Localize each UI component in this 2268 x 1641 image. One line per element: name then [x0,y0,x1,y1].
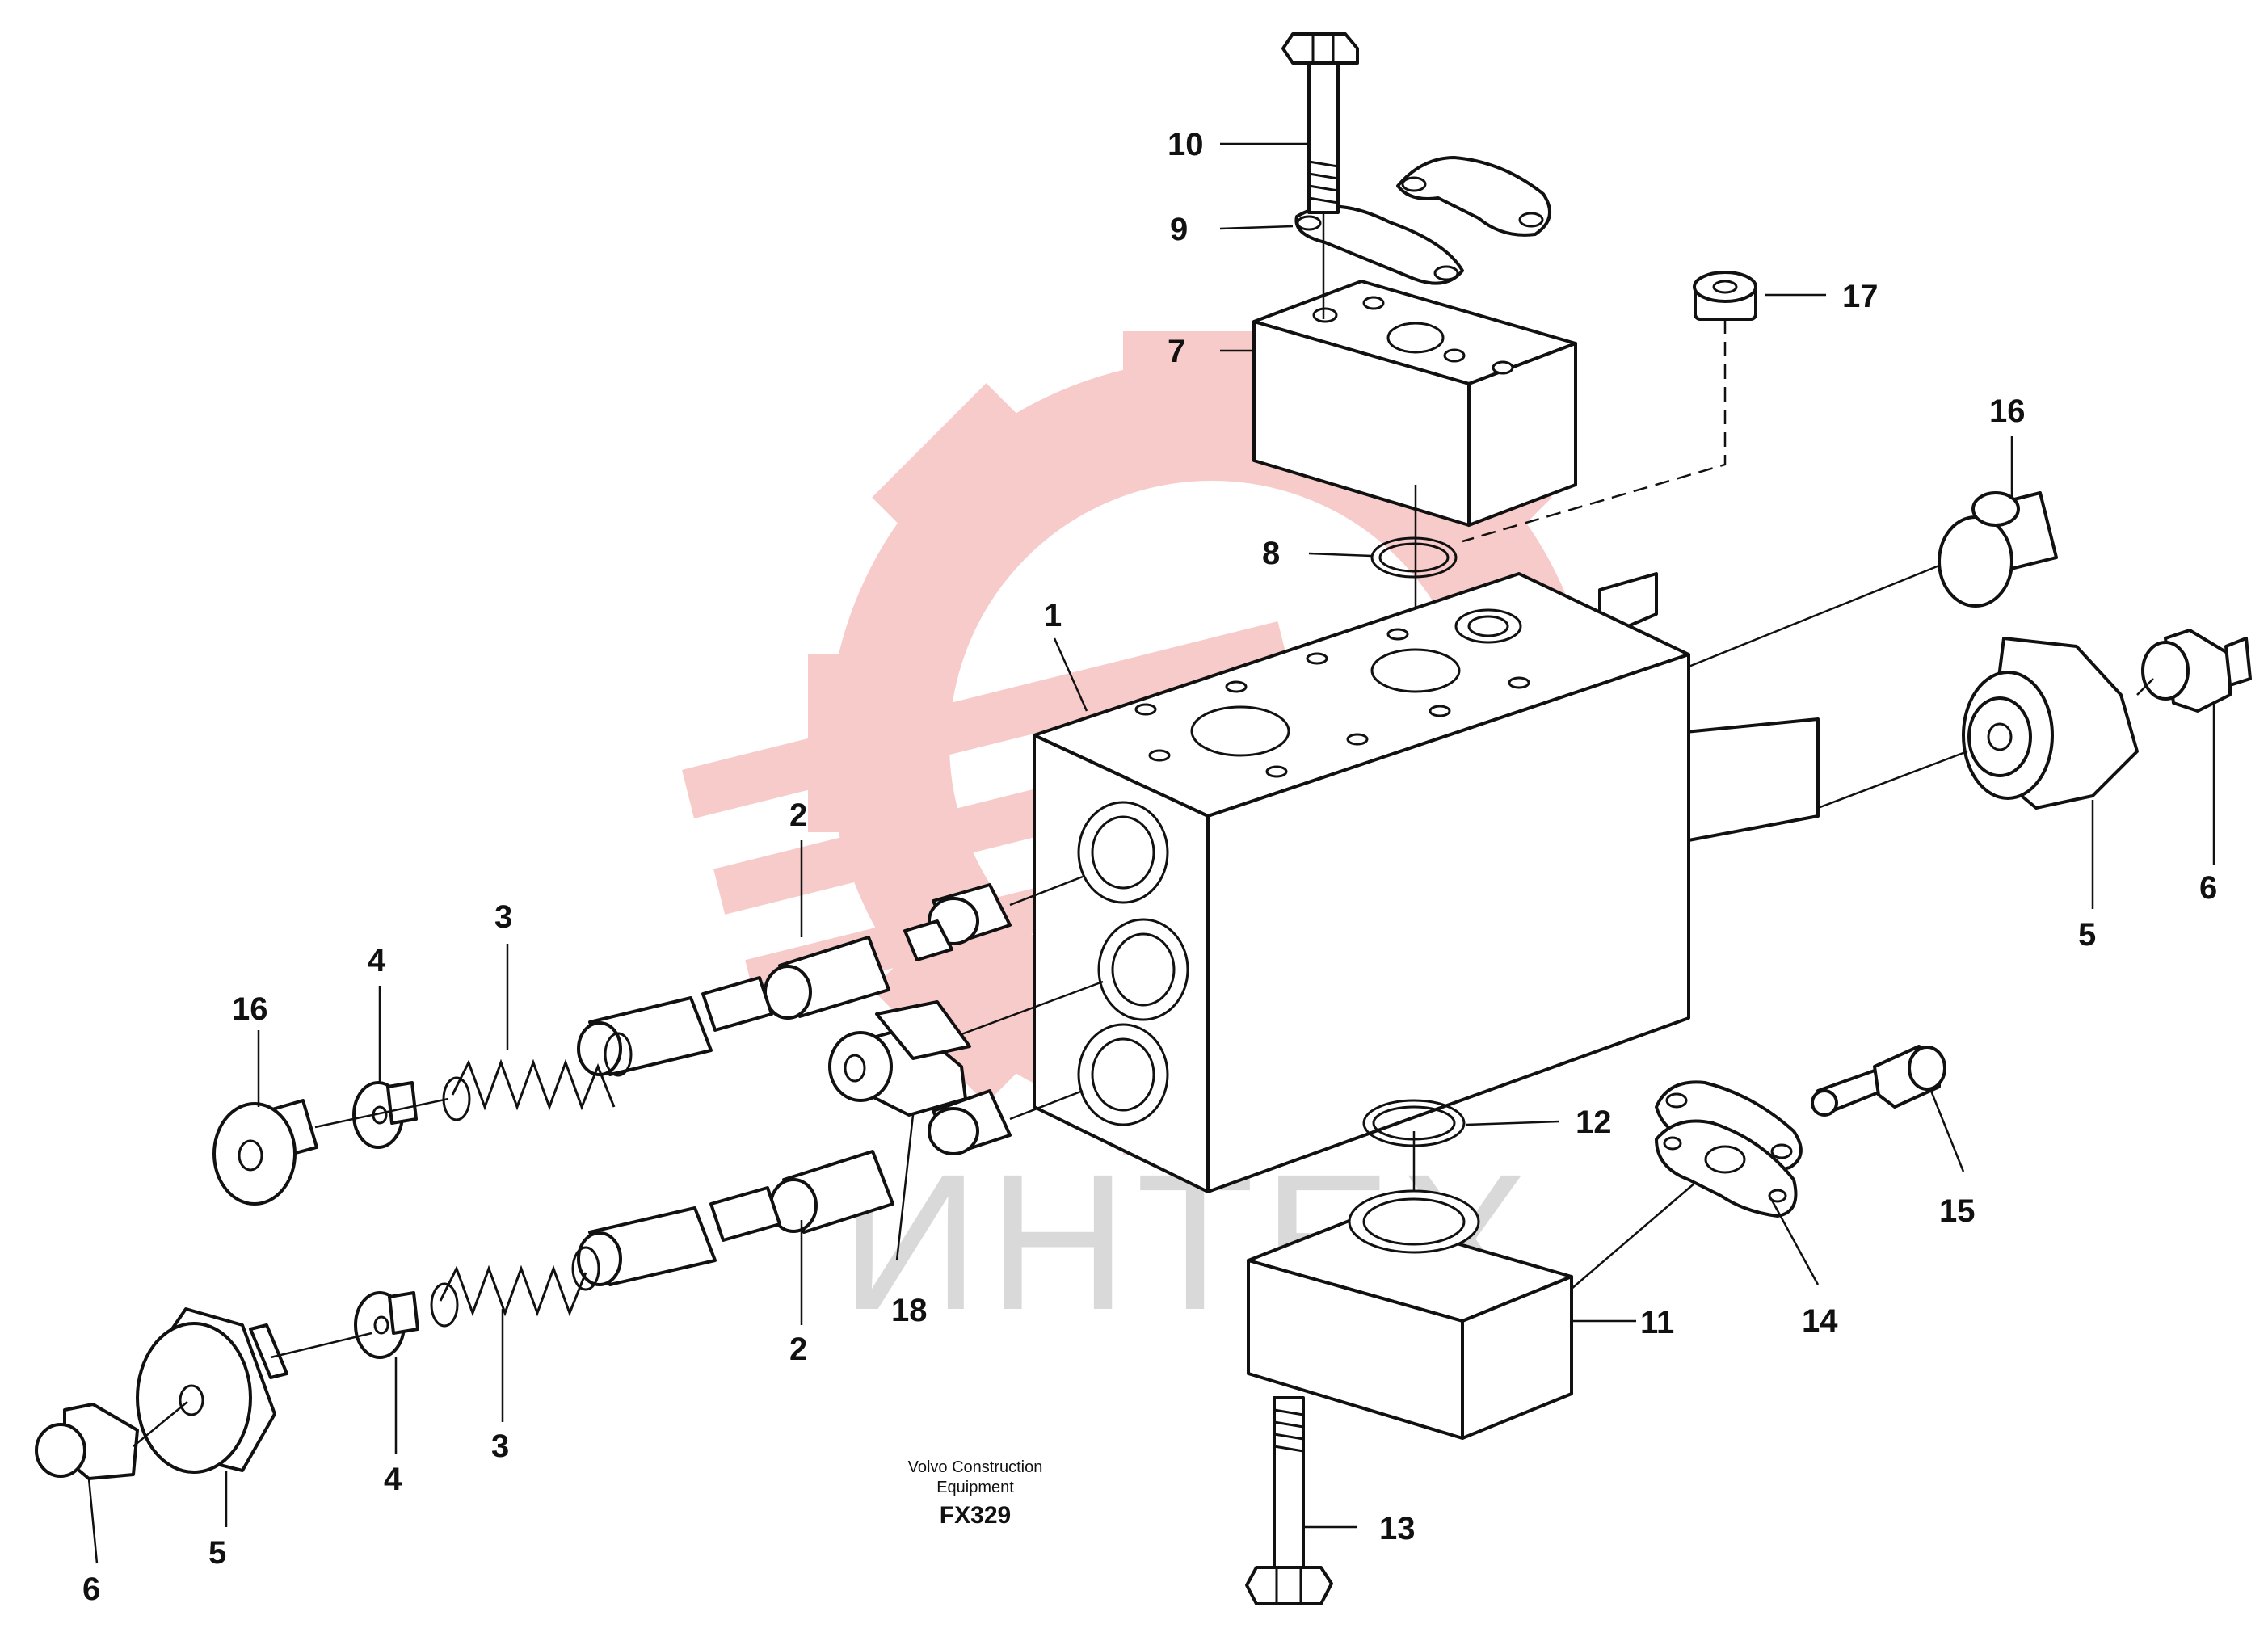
diagram-footer: Volvo Construction Equipment FX329 [908,1458,1043,1529]
callout-label: 6 [2199,870,2217,906]
callout-label: 13 [1379,1511,1416,1546]
callout-label: 16 [232,991,268,1027]
small-plug [1693,271,1757,321]
bottom-bolt [1245,1396,1333,1605]
callout-label: 6 [82,1572,100,1607]
callout-label: 14 [1802,1303,1838,1339]
o-ring-top [1370,536,1458,579]
callout-label: 2 [789,797,807,833]
plug-hidden-line [1462,319,1727,543]
callout-label: 4 [384,1462,402,1497]
callout-label: 15 [1939,1193,1976,1229]
callout-label: 9 [1170,212,1188,247]
left-lock-nut [35,1403,139,1480]
top-adapter-block [1252,280,1577,527]
main-valve-body [1033,572,1820,1193]
callout-label: 18 [891,1293,928,1328]
callout-label: 5 [2078,917,2096,953]
left-plug [212,1099,318,1206]
bottom-adapter-block [1247,1189,1573,1440]
lower-washer [354,1291,419,1359]
callout-label: 16 [1989,393,2026,429]
port-fitting [828,980,1104,1261]
upper-washer [352,1081,418,1149]
upper-spool [577,875,1084,1076]
callout-label: 2 [789,1332,807,1367]
callout-labels: 1 2 2 3 3 4 4 5 5 6 6 7 8 9 10 11 12 13 … [82,127,2217,1607]
right-adjuster-cap [1962,637,2139,810]
footer-manufacturer: Volvo Construction [908,1458,1043,1476]
right-plug [1938,491,2058,608]
callout-label: 17 [1842,279,1879,314]
callout-label: 5 [208,1535,226,1571]
callout-label: 4 [368,943,386,978]
callout-label: 3 [494,899,512,935]
right-lock-nut [2141,629,2252,713]
left-adjuster-cap [136,1307,288,1474]
callout-label: 12 [1576,1105,1612,1140]
split-flange-clamps [1294,156,1551,285]
bottom-flange-clamp [1655,1080,1803,1218]
bottom-flange-bolt [1811,1045,1946,1117]
top-bolt [1281,32,1359,319]
footer-manufacturer-line2: Equipment [936,1479,1014,1496]
callout-label: 3 [491,1429,509,1464]
callout-label: 8 [1262,536,1280,571]
lower-spring [430,1246,600,1328]
callout-label: 7 [1168,334,1185,369]
callout-label: 10 [1168,127,1204,162]
diagram-code: FX329 [940,1502,1011,1529]
callout-leaders [87,142,2215,1564]
callout-label: 11 [1640,1305,1674,1340]
lower-spool [577,1089,1084,1286]
callout-label: 1 [1044,598,1062,633]
